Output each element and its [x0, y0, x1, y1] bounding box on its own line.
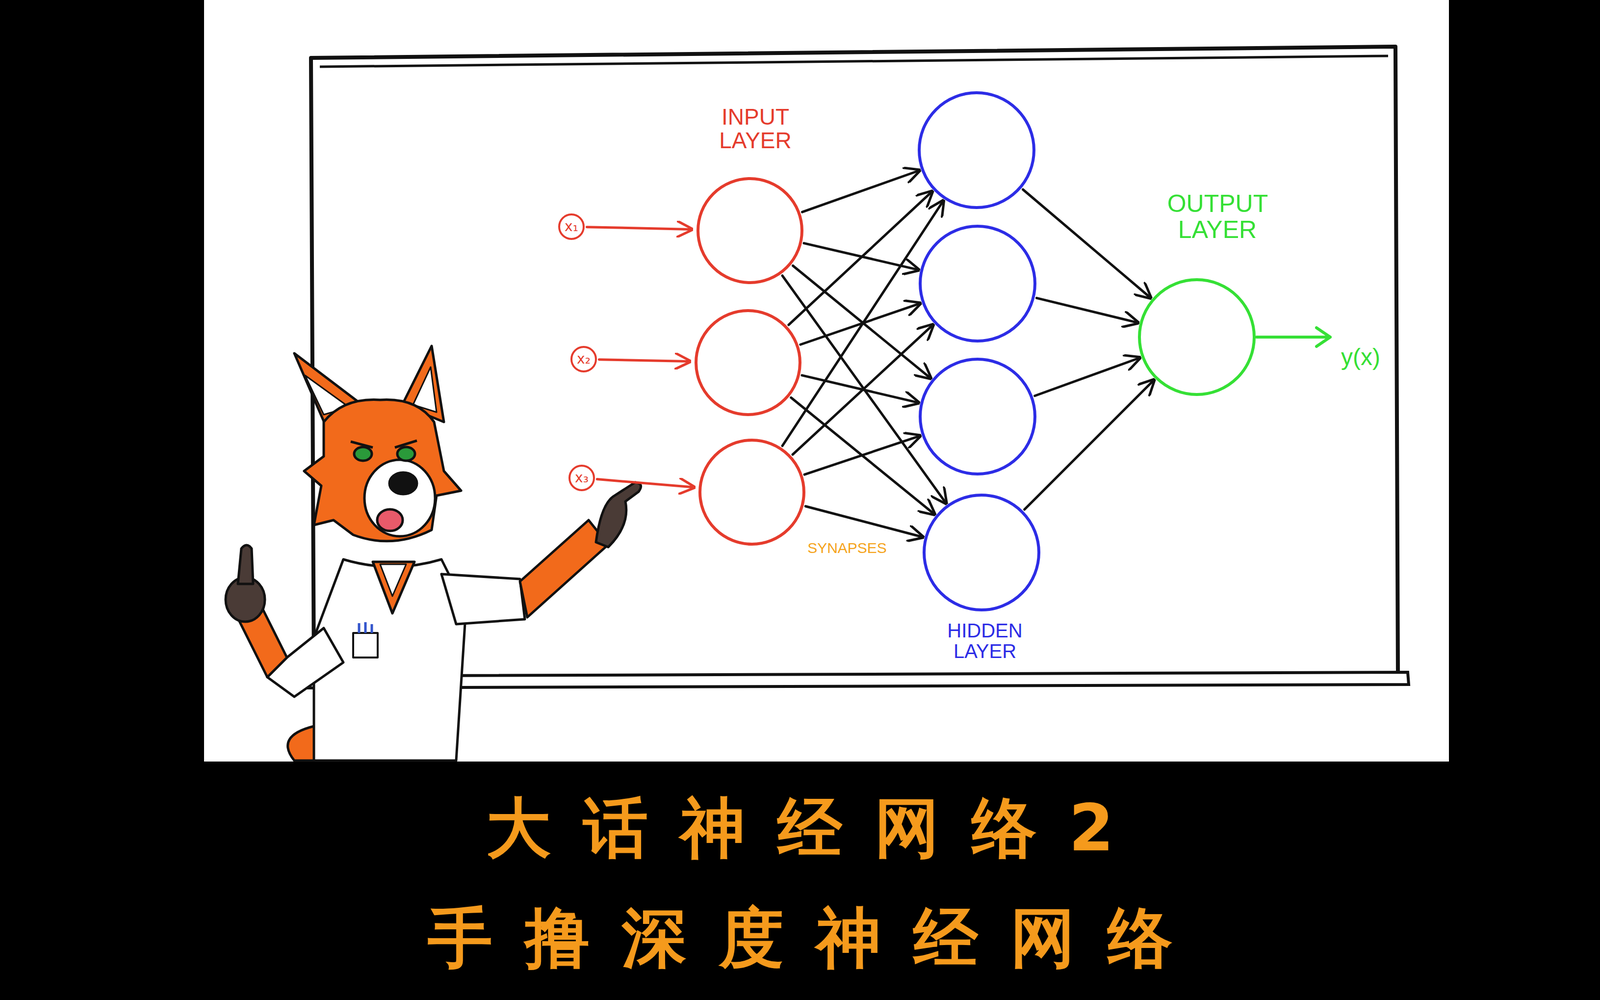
synapse-arrow	[1036, 297, 1138, 323]
input-neuron	[694, 309, 802, 416]
image-ground	[204, 0, 1449, 762]
hidden-neuron	[918, 357, 1037, 476]
synapse-arrow	[782, 275, 947, 504]
whiteboard-tray	[304, 671, 1409, 688]
input-name: x₁	[564, 219, 579, 235]
synapse-arrow	[801, 170, 920, 212]
input-neuron	[698, 438, 806, 546]
output-neuron	[1137, 278, 1256, 396]
layer-label: HIDDEN LAYER	[945, 619, 1025, 663]
fox-teacher	[225, 345, 642, 761]
caption: 手撸深度神经网络	[0, 900, 1600, 976]
layer-label: INPUT LAYER	[717, 103, 794, 154]
layer-label: OUTPUT LAYER	[1165, 189, 1270, 244]
synapse-arrow	[1034, 357, 1140, 396]
whiteboard-edge	[319, 55, 1389, 67]
synapse-arrow	[805, 506, 923, 538]
hidden-neuron	[918, 224, 1037, 343]
synapse-label: SYNAPSES	[805, 539, 889, 557]
synapse-arrow	[1023, 189, 1151, 298]
synapse-arrow	[800, 303, 921, 345]
input-name: x₃	[574, 470, 589, 486]
synapse-arrow	[792, 324, 933, 455]
input-arrow	[586, 227, 692, 230]
input-arrow	[596, 479, 694, 488]
hidden-neuron	[917, 91, 1036, 209]
output-arrow	[1256, 327, 1331, 347]
synapse-arrow	[791, 397, 935, 514]
synapse-arrow	[788, 191, 932, 325]
synapse-arrow	[1024, 380, 1155, 510]
synapse-arrow	[793, 265, 931, 378]
title: 大话神经网络2	[0, 790, 1600, 866]
input-name: x₂	[576, 351, 591, 367]
whiteboard	[310, 46, 1398, 677]
synapse-arrow	[804, 435, 920, 475]
output-label: y(x)	[1339, 343, 1383, 371]
hidden-neuron	[922, 493, 1041, 612]
input-arrow	[598, 359, 690, 362]
input-neuron	[696, 177, 804, 284]
